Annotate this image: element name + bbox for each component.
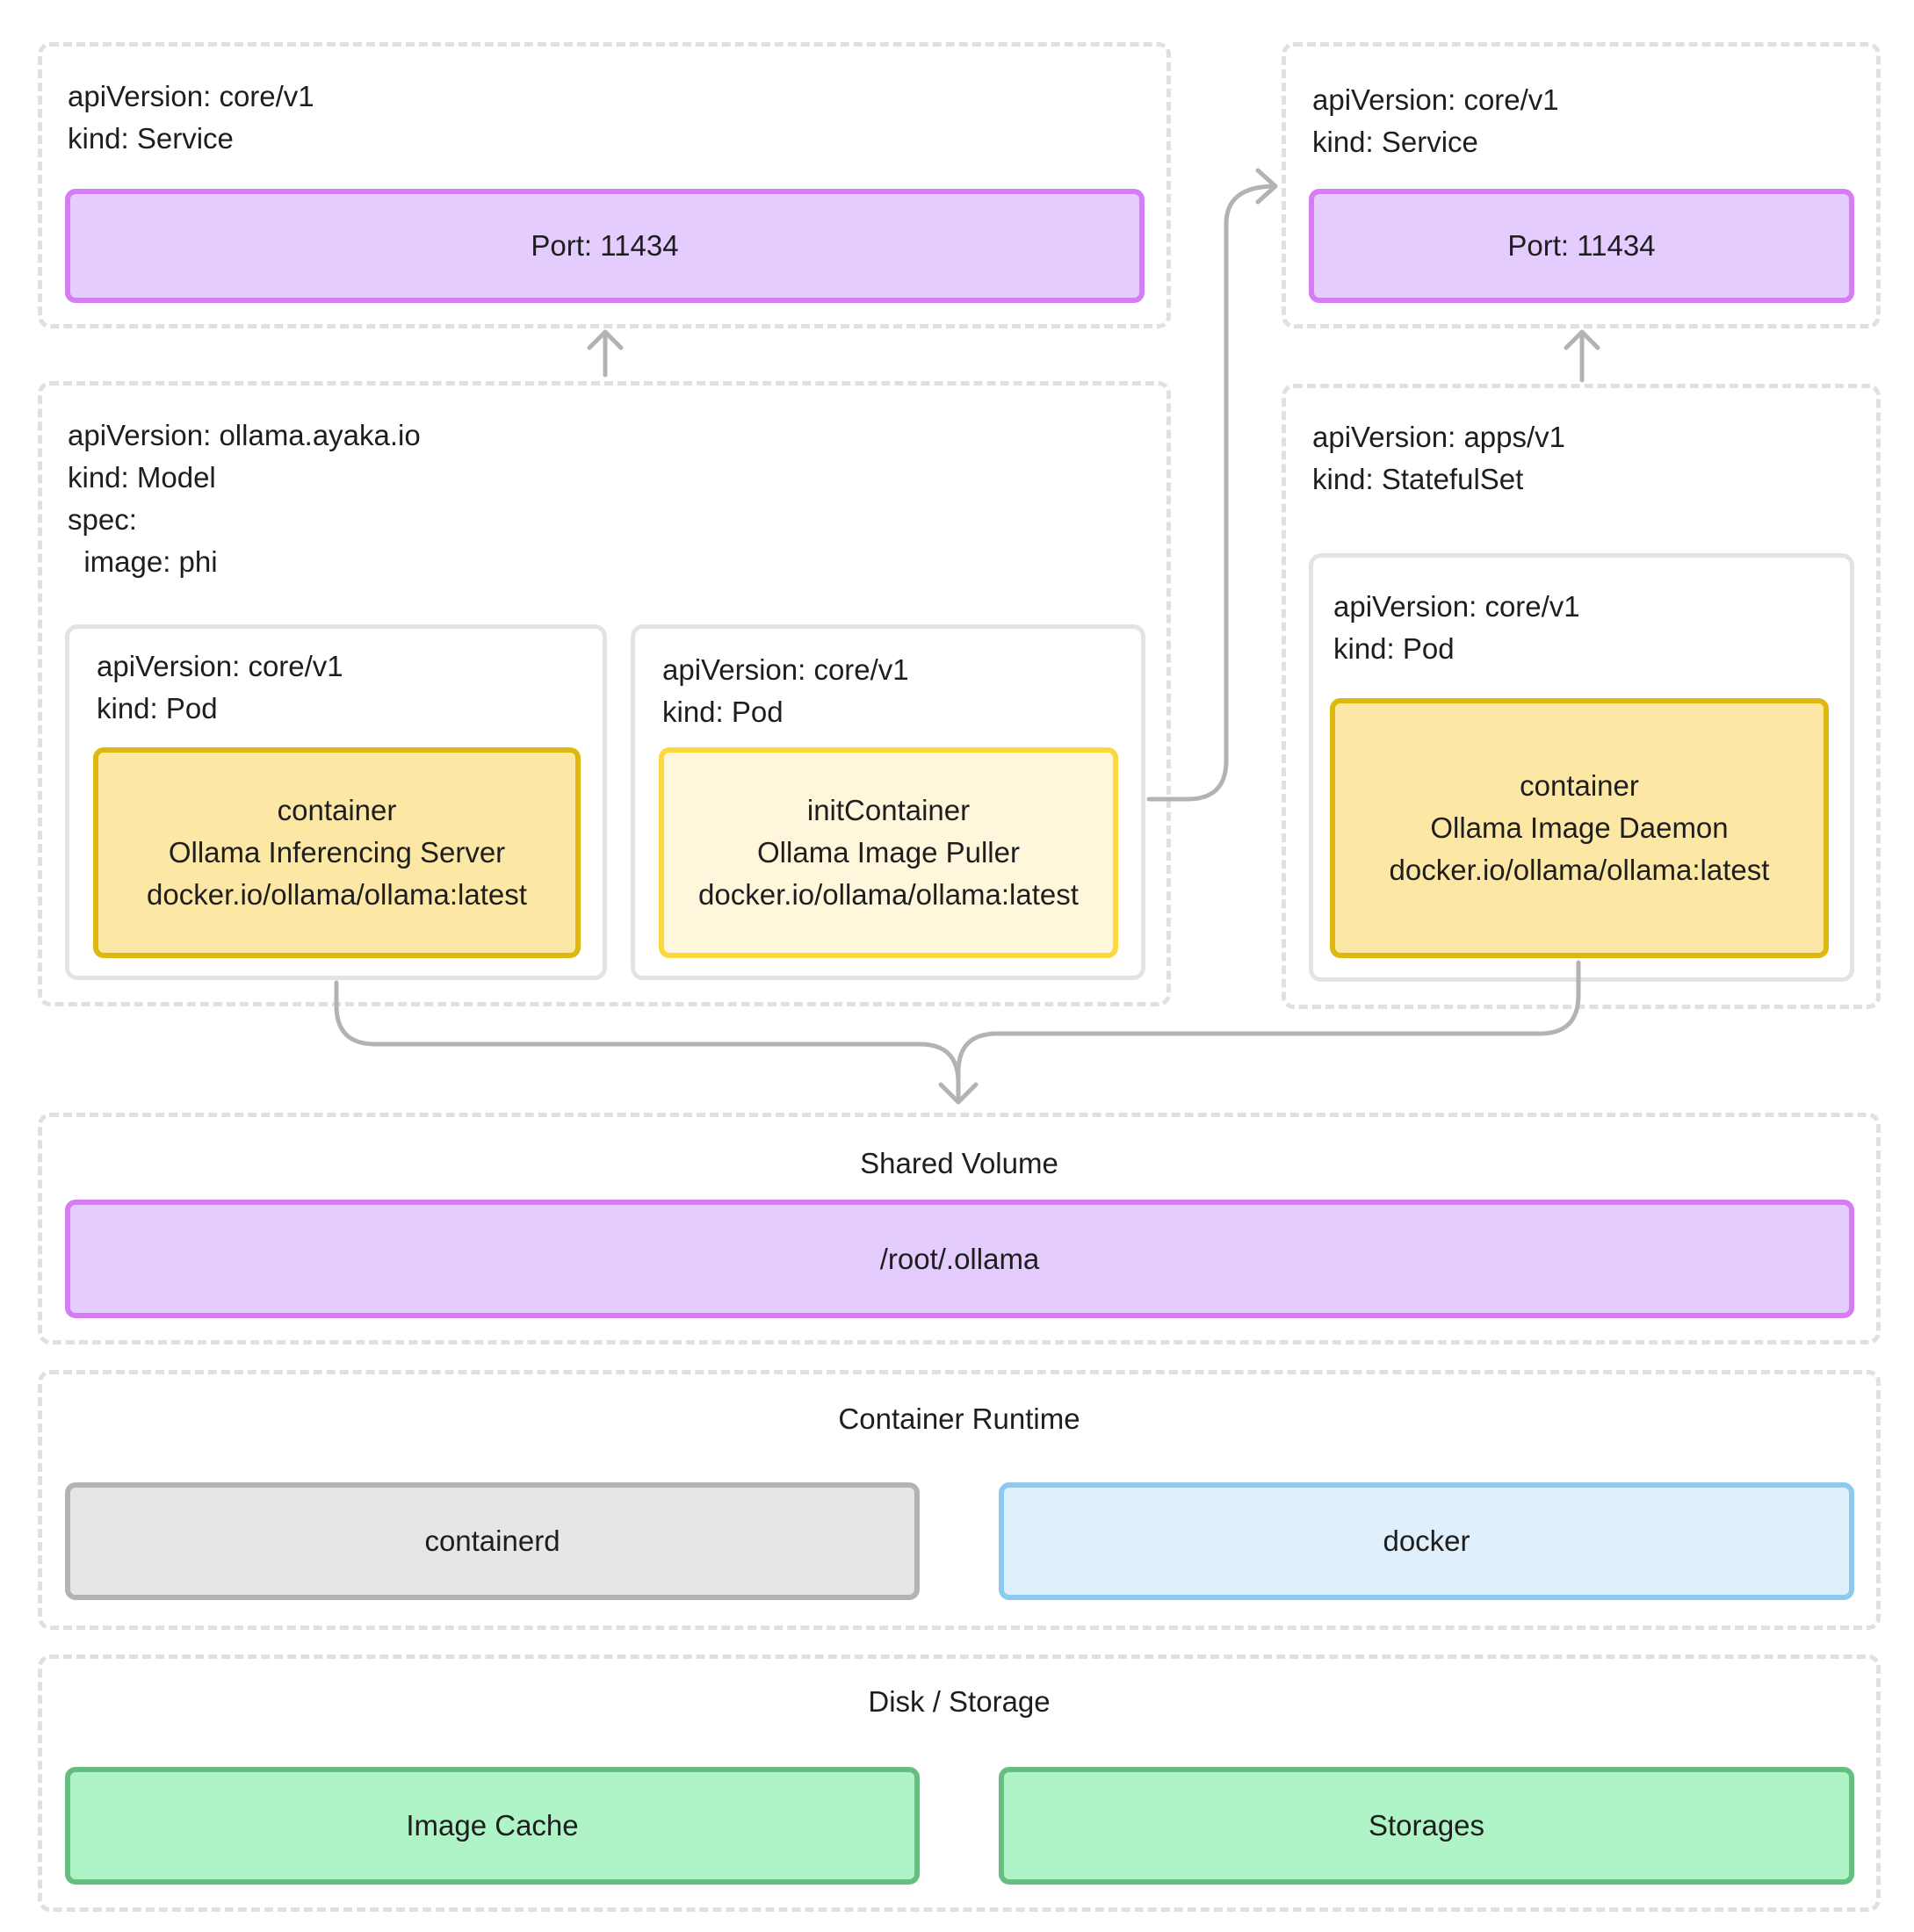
arrow-daemon-to-volume [956,960,1581,1105]
pod-puller-kind: kind: Pod [662,696,784,728]
service-left-port[interactable]: Port: 11434 [65,189,1145,303]
container-puller-type: initContainer [806,794,971,826]
service-right-kind: kind: Service [1312,126,1478,158]
arrow-statefulset-to-service [1564,329,1600,383]
statefulset-group [1282,384,1881,1009]
statefulset-kind: kind: StatefulSet [1312,463,1524,495]
container-server-type: container [277,794,397,826]
shared-volume-group [38,1113,1881,1344]
container-daemon-name: Ollama Image Daemon [1430,811,1729,844]
service-right-port[interactable]: Port: 11434 [1309,189,1854,303]
container-puller-image: docker.io/ollama/ollama:latest [698,878,1079,911]
container-daemon-type: container [1520,769,1639,802]
statefulset-api-version: apiVersion: apps/v1 [1312,421,1566,453]
storage-storages-label: Storages [1368,1809,1485,1842]
container-inferencing-server[interactable]: container Ollama Inferencing Server dock… [93,747,581,958]
storage-image-cache-label: Image Cache [406,1809,579,1842]
service-left-port-label: Port: 11434 [531,229,679,262]
container-server-name: Ollama Inferencing Server [168,836,506,869]
runtime-containerd[interactable]: containerd [65,1482,920,1600]
container-server-image: docker.io/ollama/ollama:latest [147,878,527,911]
pod-daemon-kind: kind: Pod [1333,632,1455,665]
arrow-model-to-service [587,329,624,378]
shared-volume-path-label: /root/.ollama [879,1242,1040,1275]
pod-daemon-api-version: apiVersion: core/v1 [1333,590,1580,623]
service-left-kind: kind: Service [68,122,234,155]
shared-volume-title: Shared Volume [860,1147,1058,1179]
model-group [38,381,1171,1006]
service-left-group [38,42,1171,328]
arrow-server-to-volume [334,980,961,1105]
container-runtime-group [38,1370,1881,1630]
runtime-containerd-label: containerd [424,1525,560,1557]
container-runtime-title: Container Runtime [838,1402,1080,1435]
service-right-port-label: Port: 11434 [1507,229,1656,262]
model-api-version: apiVersion: ollama.ayaka.io [68,419,421,451]
service-left-api-version: apiVersion: core/v1 [68,80,314,112]
pod-server-api-version: apiVersion: core/v1 [97,650,343,682]
model-spec: spec: [68,503,137,536]
model-kind: kind: Model [68,461,216,494]
pod-puller-api-version: apiVersion: core/v1 [662,653,909,686]
runtime-docker-label: docker [1383,1525,1470,1557]
model-spec-image: image: phi [68,545,218,578]
init-container-image-puller[interactable]: initContainer Ollama Image Puller docker… [659,747,1118,958]
pod-server-kind: kind: Pod [97,692,218,724]
runtime-docker[interactable]: docker [999,1482,1854,1600]
arrow-puller-to-service [1146,168,1278,802]
arrow-volume-head [938,1082,979,1105]
container-puller-name: Ollama Image Puller [757,836,1020,869]
disk-storage-title: Disk / Storage [868,1685,1051,1718]
service-right-group [1282,42,1881,328]
shared-volume-path[interactable]: /root/.ollama [65,1200,1854,1318]
service-right-api-version: apiVersion: core/v1 [1312,83,1559,116]
container-daemon-image: docker.io/ollama/ollama:latest [1389,854,1770,886]
disk-storage-group [38,1654,1881,1912]
storage-storages[interactable]: Storages [999,1767,1854,1885]
container-image-daemon[interactable]: container Ollama Image Daemon docker.io/… [1330,698,1829,958]
storage-image-cache[interactable]: Image Cache [65,1767,920,1885]
